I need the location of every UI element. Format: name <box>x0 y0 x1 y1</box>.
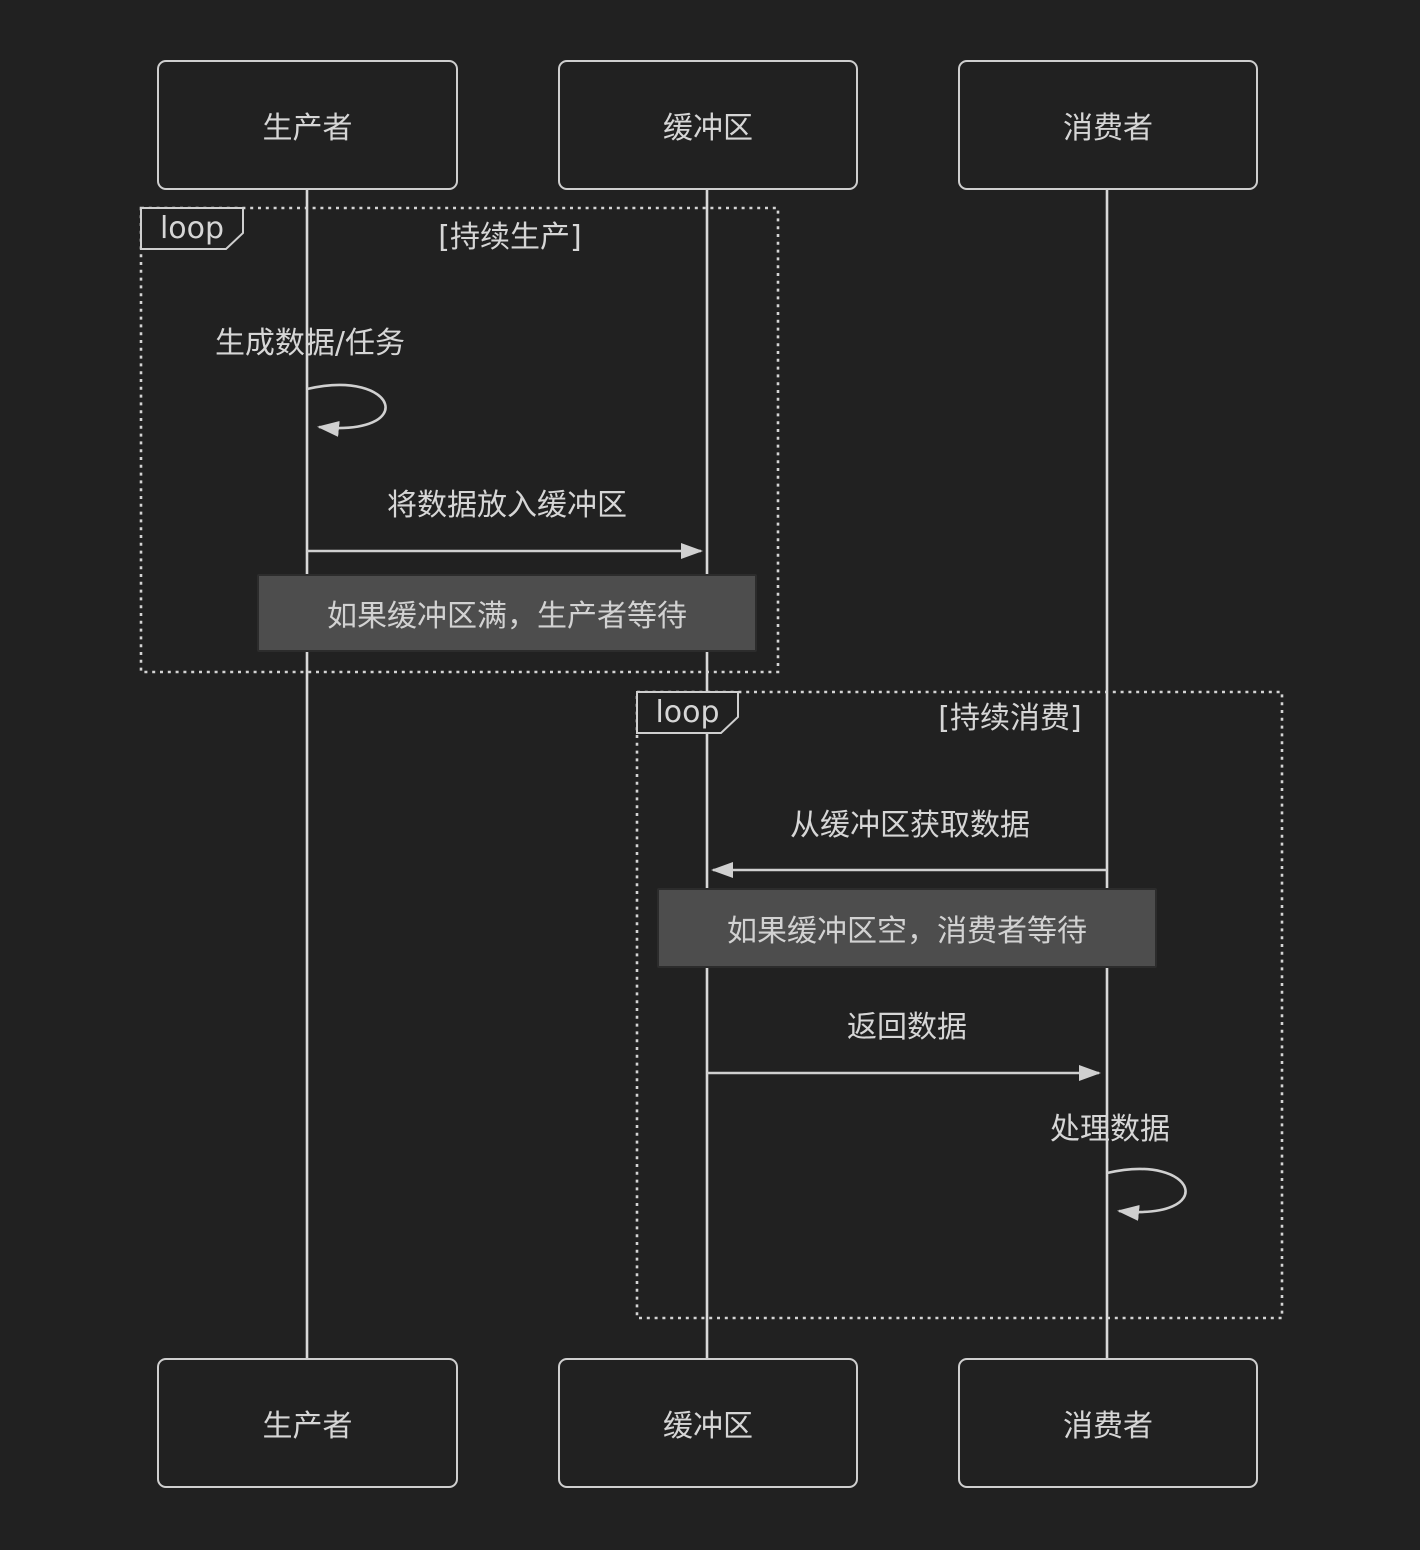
self-arrow-generate-data <box>306 383 387 437</box>
loop-condition-production: [持续生产] <box>438 220 582 255</box>
loop-label-shape-production <box>140 207 244 250</box>
note-consumer-wait: 如果缓冲区空，消费者等待 <box>657 888 1157 968</box>
loop-condition-consumption: [持续消费] <box>938 701 1082 736</box>
actor-bottom-consumer: 消费者 <box>958 1358 1258 1488</box>
loop-label-production: loop <box>159 211 225 246</box>
message-label-return-data: 返回数据 <box>847 1010 967 1045</box>
message-label-get-data: 从缓冲区获取数据 <box>790 808 1030 843</box>
actor-top-consumer: 消费者 <box>958 60 1258 190</box>
actor-top-buffer: 缓冲区 <box>558 60 858 190</box>
loop-frame-consumption <box>635 690 1284 1320</box>
message-label-put-data: 将数据放入缓冲区 <box>387 488 627 523</box>
actor-bottom-buffer: 缓冲区 <box>558 1358 858 1488</box>
self-arrow-process-data <box>1106 1167 1187 1221</box>
message-label-generate-data: 生成数据/任务 <box>214 326 406 361</box>
actor-bottom-producer: 生产者 <box>157 1358 458 1488</box>
loop-label-shape-consumption <box>636 691 739 734</box>
loop-label-consumption: loop <box>655 695 720 730</box>
note-producer-wait: 如果缓冲区满，生产者等待 <box>257 574 757 652</box>
message-label-process-data: 处理数据 <box>1050 1112 1170 1147</box>
actor-top-producer: 生产者 <box>157 60 458 190</box>
